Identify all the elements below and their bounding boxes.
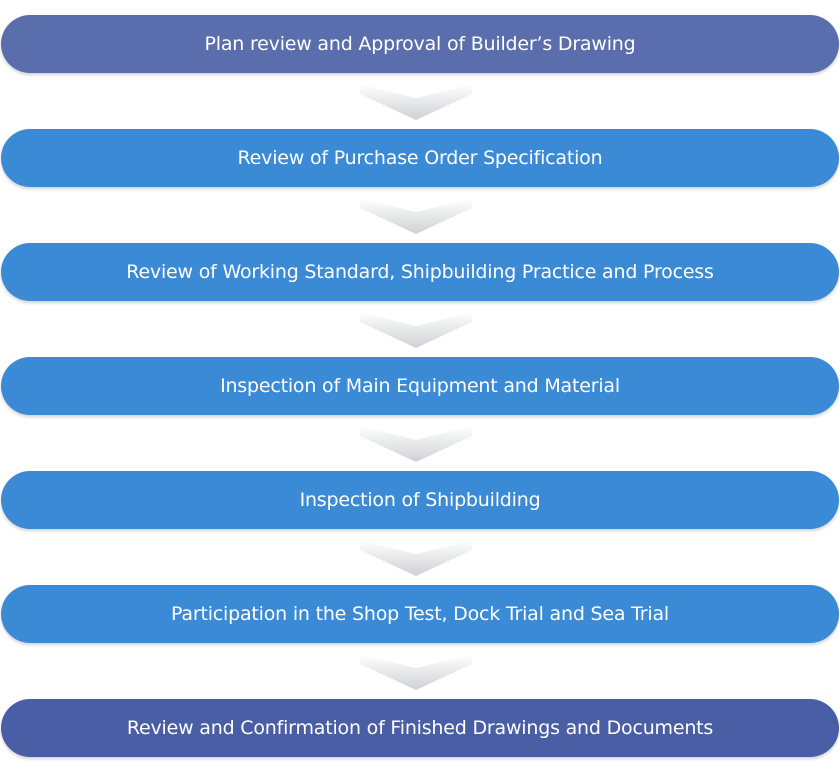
chevron-down-icon [360,654,472,690]
chevron-down-icon [360,312,472,348]
step-purchase-order-review: Review of Purchase Order Specification [1,129,839,187]
step-working-standard-review: Review of Working Standard, Shipbuilding… [1,243,839,301]
step-equipment-inspection: Inspection of Main Equipment and Materia… [1,357,839,415]
step-trials-participation: Participation in the Shop Test, Dock Tri… [1,585,839,643]
chevron-down-icon [360,198,472,234]
chevron-down-icon [360,84,472,120]
step-plan-review: Plan review and Approval of Builder’s Dr… [1,15,839,73]
step-shipbuilding-inspection: Inspection of Shipbuilding [1,471,839,529]
step-finished-drawings-review: Review and Confirmation of Finished Draw… [1,699,839,757]
chevron-down-icon [360,540,472,576]
chevron-down-icon [360,426,472,462]
